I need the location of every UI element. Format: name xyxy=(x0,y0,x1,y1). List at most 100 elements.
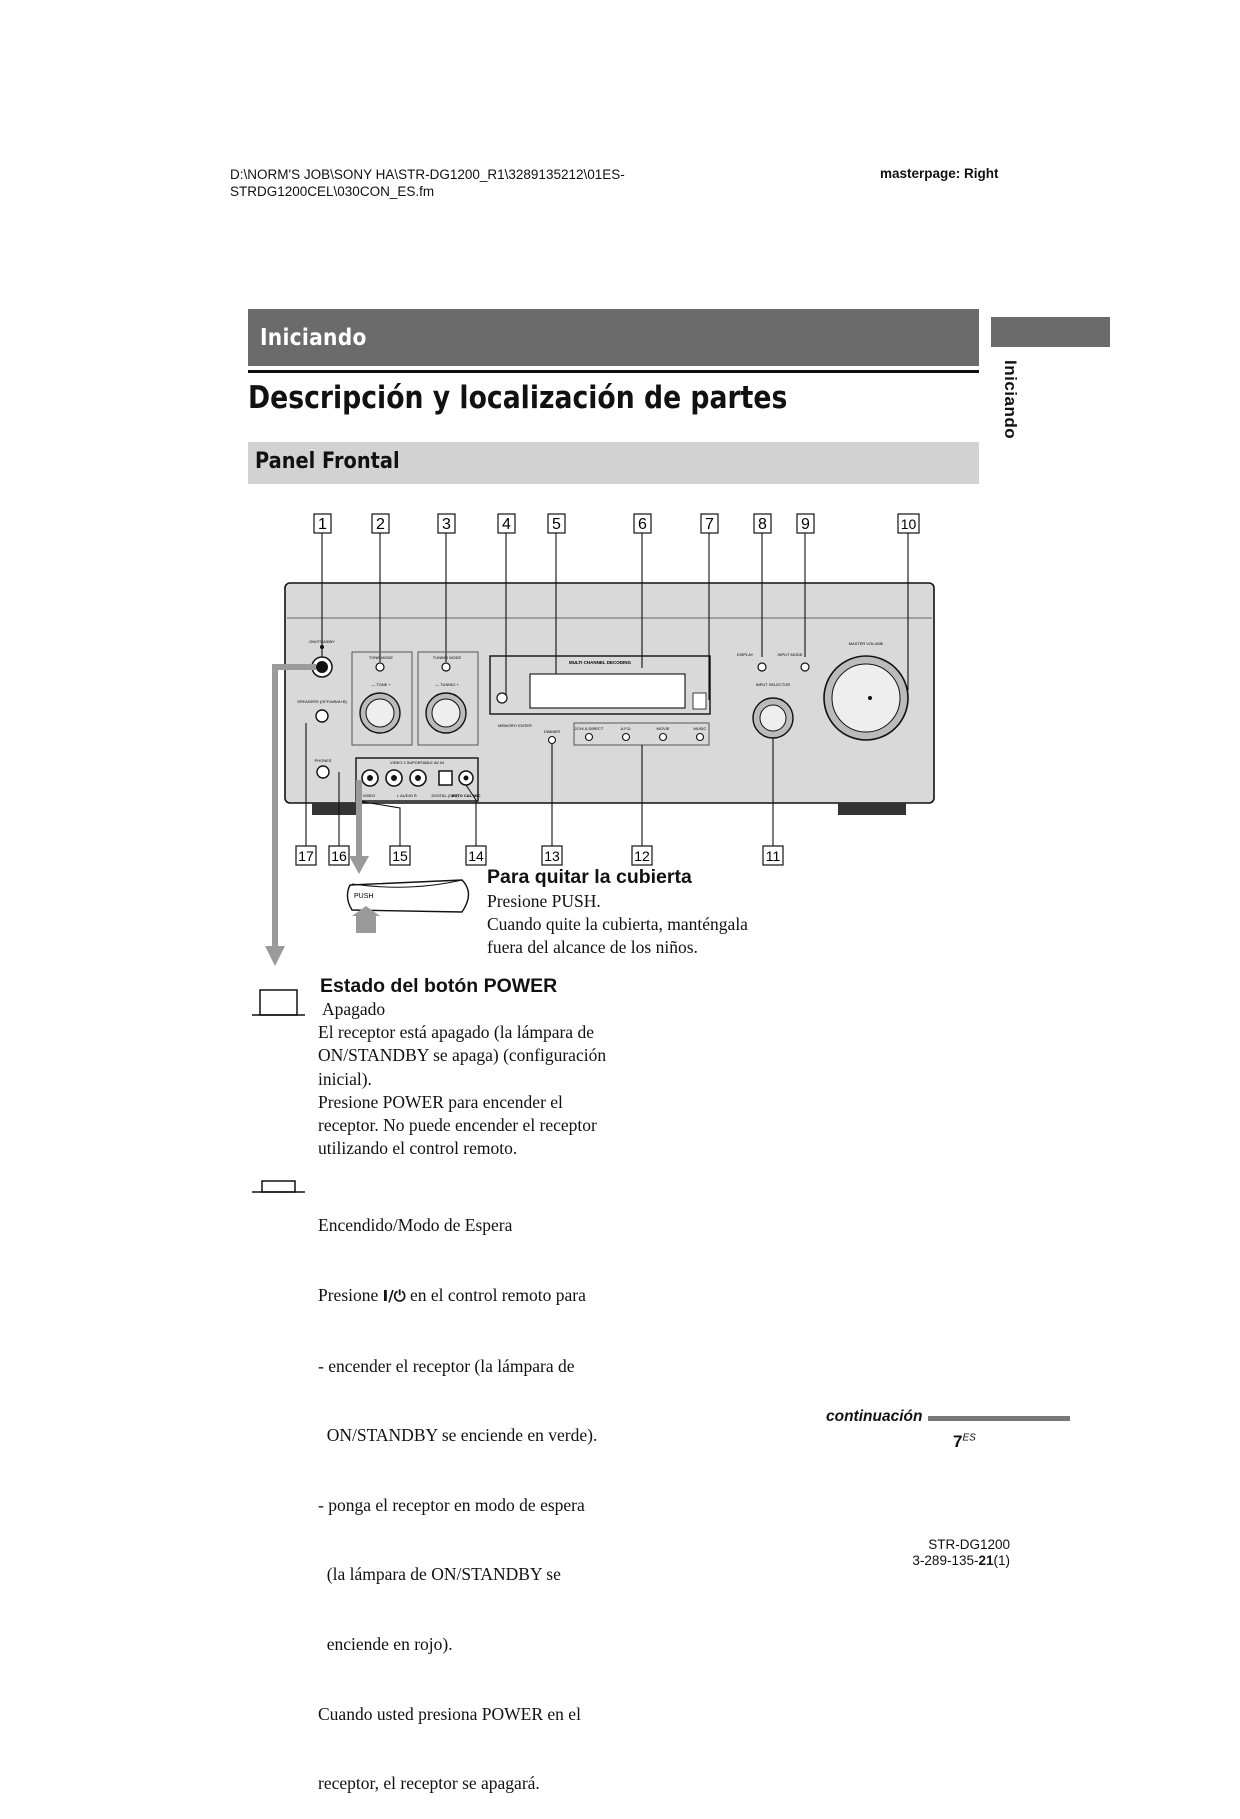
file-path-line-2: STRDG1200CEL\030CON_ES.fm xyxy=(230,184,435,199)
phones-label: PHONES xyxy=(315,758,332,763)
power-off-state: Apagado xyxy=(322,999,386,1019)
footer-code-c: (1) xyxy=(993,1553,1011,1568)
tuning-mode-label: TUNING MODE xyxy=(433,655,462,660)
callout-8-label: 8 xyxy=(758,516,767,533)
callout-12: 12 xyxy=(631,845,653,866)
power-off-line-5: Presione POWER para encender el xyxy=(318,1091,563,1112)
digital-opt-label: DIGITAL (OPT) xyxy=(431,793,459,798)
power-on-line-7: receptor, el receptor se apagará. xyxy=(318,1773,540,1794)
dimmer-label: DIMMER xyxy=(544,729,560,734)
callout-3-label: 3 xyxy=(442,516,451,533)
callout-1-label: 1 xyxy=(318,516,327,533)
tone-block xyxy=(351,651,413,746)
subsection-band: Panel Frontal xyxy=(248,442,979,484)
callout-7: 7 xyxy=(700,513,719,534)
callout-15-label: 15 xyxy=(392,848,408,864)
power-on-line-3: - ponga el receptor en modo de espera xyxy=(318,1494,585,1515)
callout-9: 9 xyxy=(796,513,815,534)
display-label: DISPLAY xyxy=(737,652,754,657)
memory-enter-label: MEMORY/ ENTER xyxy=(498,723,532,728)
masterpage-label: masterpage: Right xyxy=(880,166,999,181)
file-path-line-1: D:\NORM'S JOB\SONY HA\STR-DG1200_R1\3289… xyxy=(230,167,625,182)
a-direct-label: 2CH/ A.DIRECT xyxy=(575,726,604,731)
callout-14: 14 xyxy=(465,845,487,866)
callout-16-label: 16 xyxy=(331,848,347,864)
input-selector-label: INPUT SELECTOR xyxy=(756,682,791,687)
page-number-suffix: ES xyxy=(962,1432,976,1444)
cover-text: Presione PUSH. Cuando quite la cubierta,… xyxy=(487,890,748,960)
tuning-mode-button xyxy=(441,662,451,672)
dimmer-button xyxy=(547,735,557,745)
callout-17-label: 17 xyxy=(298,848,314,864)
callout-5-label: 5 xyxy=(552,516,561,533)
file-path-header: D:\NORM'S JOB\SONY HA\STR-DG1200_R1\3289… xyxy=(230,166,625,200)
tone-mode-button xyxy=(375,662,385,672)
footer-code: 3-289-135-21(1) xyxy=(820,1553,1010,1569)
speakers-button xyxy=(315,709,329,723)
tone-label: — TONE + xyxy=(371,682,391,687)
continuation-bar xyxy=(928,1416,1070,1421)
callout-4: 4 xyxy=(497,513,516,534)
callouts-top: 1 2 3 4 5 6 7 8 9 10 xyxy=(313,513,920,534)
power-heading: Estado del botón POWER xyxy=(320,975,558,997)
music-label: MUSIC xyxy=(694,726,707,731)
continuation-label: continuación xyxy=(826,1408,923,1425)
callout-13-label: 13 xyxy=(544,848,560,864)
power-on-line-2: ON/STANDBY se enciende en verde). xyxy=(318,1425,598,1446)
power-on-line-6: Cuando usted presiona POWER en el xyxy=(318,1703,581,1724)
decoder-logo xyxy=(692,692,707,710)
arrow-to-power xyxy=(265,664,316,966)
page-number-value: 7 xyxy=(953,1432,963,1451)
power-on-text: Encendido/Modo de Espera Presione I/⏻ en… xyxy=(318,1168,597,1819)
movie-label: MOVIE xyxy=(657,726,670,731)
remote-sensor xyxy=(496,692,508,704)
input-mode-label: INPUT MODE xyxy=(777,652,802,657)
footer-code-b: 21 xyxy=(978,1553,994,1568)
power-off-line-2: El receptor está apagado (la lámpara de xyxy=(318,1022,594,1043)
callout-6-label: 6 xyxy=(638,516,647,533)
display-button xyxy=(757,662,767,672)
power-on-press-a: Presione xyxy=(318,1285,383,1306)
footer-model: STR-DG1200 xyxy=(928,1537,1010,1552)
cover-line-2: Cuando quite la cubierta, manténgala xyxy=(487,914,748,935)
afd-label: A.F.D. xyxy=(621,726,632,731)
power-on-line-1: - encender el receptor (la lámpara de xyxy=(318,1355,575,1376)
power-off-line-6: receptor. No puede encender el receptor xyxy=(318,1115,597,1136)
section-band: Iniciando xyxy=(248,309,979,366)
callout-17: 17 xyxy=(295,845,317,866)
speakers-label: SPEAKERS (OFF/A/B/A+B) xyxy=(297,699,347,704)
callout-15: 15 xyxy=(389,845,411,866)
power-off-line-3: ON/STANDBY se apaga) (configuración xyxy=(318,1045,607,1066)
title-rule xyxy=(248,370,979,373)
callout-10: 10 xyxy=(897,513,920,534)
power-on-line-4: (la lámpara de ON/STANDBY se xyxy=(318,1564,561,1585)
power-on-line-5: enciende en rojo). xyxy=(318,1634,453,1655)
leader-lines-bottom xyxy=(305,723,774,846)
power-on-press-b: en el control remoto para xyxy=(405,1285,586,1306)
input-mode-button xyxy=(800,662,810,672)
display-window xyxy=(529,673,686,709)
phones-jack xyxy=(316,765,330,779)
auto-cal-mic-label: AUTO CAL MIC xyxy=(452,793,481,798)
cover-line-3: fuera del alcance de los niños. xyxy=(487,937,698,958)
cover-heading: Para quitar la cubierta xyxy=(487,866,692,888)
callout-11-label: 11 xyxy=(766,848,781,864)
callout-3: 3 xyxy=(437,513,456,534)
on-standby-label: ON/STANDBY xyxy=(309,639,335,644)
callout-8: 8 xyxy=(753,513,772,534)
audio-label: L AUDIO R xyxy=(397,793,417,798)
multi-channel-label: MULTI CHANNEL DECODING xyxy=(569,660,632,665)
callout-9-label: 9 xyxy=(801,516,810,533)
side-tab-label: Iniciando xyxy=(1001,360,1020,440)
power-button xyxy=(311,645,333,678)
page-title: Descripción y localización de partes xyxy=(248,380,788,416)
power-on-state: Encendido/Modo de Espera xyxy=(318,1215,513,1236)
footer-code-a: 3-289-135- xyxy=(912,1553,979,1568)
callout-2-label: 2 xyxy=(376,516,385,533)
master-volume-label: MASTER VOLUME xyxy=(849,641,884,646)
callout-5: 5 xyxy=(547,513,566,534)
callout-6: 6 xyxy=(633,513,652,534)
callouts-bottom: 17 16 15 14 13 12 11 xyxy=(295,845,784,866)
tuning-label: — TUNING + xyxy=(435,682,459,687)
video-label: VIDEO xyxy=(363,793,375,798)
